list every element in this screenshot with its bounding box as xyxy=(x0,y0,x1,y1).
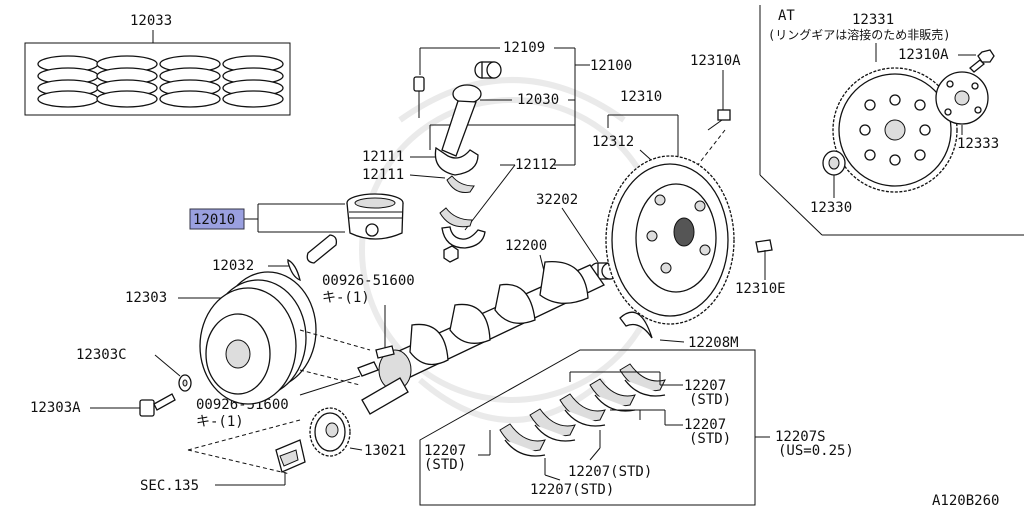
crank-sprocket-13021[interactable] xyxy=(309,407,351,457)
timing-chain-guide[interactable] xyxy=(275,439,306,473)
flywheel-12310[interactable] xyxy=(605,155,735,325)
at-section-border xyxy=(759,5,1024,236)
crank-pulley-12303[interactable] xyxy=(199,271,317,405)
label-12032[interactable]: 12032 xyxy=(212,258,254,274)
label-12111-a[interactable]: 12111 xyxy=(362,149,404,165)
spacer-12330[interactable] xyxy=(822,150,846,176)
piston-12010[interactable] xyxy=(346,193,404,240)
key-00926-upper[interactable] xyxy=(375,345,395,359)
label-00926-top-sub: キ-(1) xyxy=(322,290,370,306)
key-00926-lower[interactable] xyxy=(357,361,379,377)
label-at-note: (リングギアは溶接のため非販売) xyxy=(768,27,950,42)
ring-stack-4 xyxy=(222,55,284,108)
label-12310A-at[interactable]: 12310A xyxy=(898,47,949,63)
label-12100[interactable]: 12100 xyxy=(590,58,632,74)
label-12207-r2-sub: (STD) xyxy=(689,431,731,447)
label-32202[interactable]: 32202 xyxy=(536,192,578,208)
label-12200[interactable]: 12200 xyxy=(505,238,547,254)
diagram-code: A120B260 xyxy=(932,493,999,509)
connecting-rod-bushing-12030[interactable] xyxy=(474,61,502,79)
connecting-rod-bolt-12109[interactable] xyxy=(413,76,425,118)
pulley-washer-12303C[interactable] xyxy=(178,374,192,392)
label-00926-bot[interactable]: 00926-51600 xyxy=(196,397,289,413)
label-12310[interactable]: 12310 xyxy=(620,89,662,105)
label-12109[interactable]: 12109 xyxy=(503,40,545,56)
con-rod-cap-12112[interactable] xyxy=(441,226,486,249)
dowel-pin-12310E[interactable] xyxy=(755,239,773,253)
label-12207-r1[interactable]: 12207 xyxy=(684,378,726,394)
piston-pin-12032[interactable] xyxy=(306,234,338,264)
con-rod-nut xyxy=(443,245,459,263)
connecting-rod-12100[interactable] xyxy=(434,84,482,176)
label-sec-135[interactable]: SEC.135 xyxy=(140,478,199,494)
label-12207S[interactable]: 12207S xyxy=(775,429,826,445)
label-12303C[interactable]: 12303C xyxy=(76,347,127,363)
reinforcement-plate-12333[interactable] xyxy=(935,71,989,125)
label-12207-mid[interactable]: 12207(STD) xyxy=(568,464,652,480)
label-at: AT xyxy=(778,8,795,24)
label-12312[interactable]: 12312 xyxy=(592,134,634,150)
crankshaft-12200[interactable] xyxy=(361,261,605,415)
label-12030[interactable]: 12030 xyxy=(517,92,559,108)
label-12033[interactable]: 12033 xyxy=(130,13,172,29)
pulley-bolt-12303A[interactable] xyxy=(139,393,176,417)
ring-stack-3 xyxy=(159,55,221,108)
piston-pin-clip xyxy=(287,258,301,282)
label-13021[interactable]: 13021 xyxy=(364,443,406,459)
label-12207-r2[interactable]: 12207 xyxy=(684,417,726,433)
label-00926-top[interactable]: 00926-51600 xyxy=(322,273,415,289)
label-12207-left[interactable]: 12207 xyxy=(424,443,466,459)
label-12208M[interactable]: 12208M xyxy=(688,335,739,351)
label-12207-bot[interactable]: 12207(STD) xyxy=(530,482,614,498)
label-12333[interactable]: 12333 xyxy=(957,136,999,152)
label-12111-b[interactable]: 12111 xyxy=(362,167,404,183)
ring-stack-2 xyxy=(96,55,158,108)
label-12112[interactable]: 12112 xyxy=(515,157,557,173)
label-12331[interactable]: 12331 xyxy=(852,12,894,28)
drive-plate-bolt-12310A[interactable] xyxy=(969,49,995,73)
ring-stack-1 xyxy=(37,55,99,108)
label-12330[interactable]: 12330 xyxy=(810,200,852,216)
flywheel-bolt-12310A[interactable] xyxy=(707,109,731,131)
con-rod-bearing-12111[interactable] xyxy=(439,175,475,228)
main-bearings-12207[interactable] xyxy=(499,363,666,457)
label-12207-r1-sub: (STD) xyxy=(689,392,731,408)
label-12303[interactable]: 12303 xyxy=(125,290,167,306)
piston-ring-set-12033[interactable] xyxy=(24,30,291,116)
drive-plate-12331[interactable] xyxy=(832,67,958,193)
label-00926-bot-sub: キ-(1) xyxy=(196,414,244,430)
rear-seal-12208M[interactable] xyxy=(619,311,653,339)
label-12310E[interactable]: 12310E xyxy=(735,281,786,297)
label-12207S-sub: (US=0.25) xyxy=(778,443,854,459)
highlight-box-12010 xyxy=(189,208,245,230)
main-bearing-box xyxy=(419,349,756,506)
label-12207-left-sub: (STD) xyxy=(424,457,466,473)
label-12303A[interactable]: 12303A xyxy=(30,400,81,416)
label-12010[interactable]: 12010 xyxy=(193,212,235,228)
label-12310A-top[interactable]: 12310A xyxy=(690,53,741,69)
